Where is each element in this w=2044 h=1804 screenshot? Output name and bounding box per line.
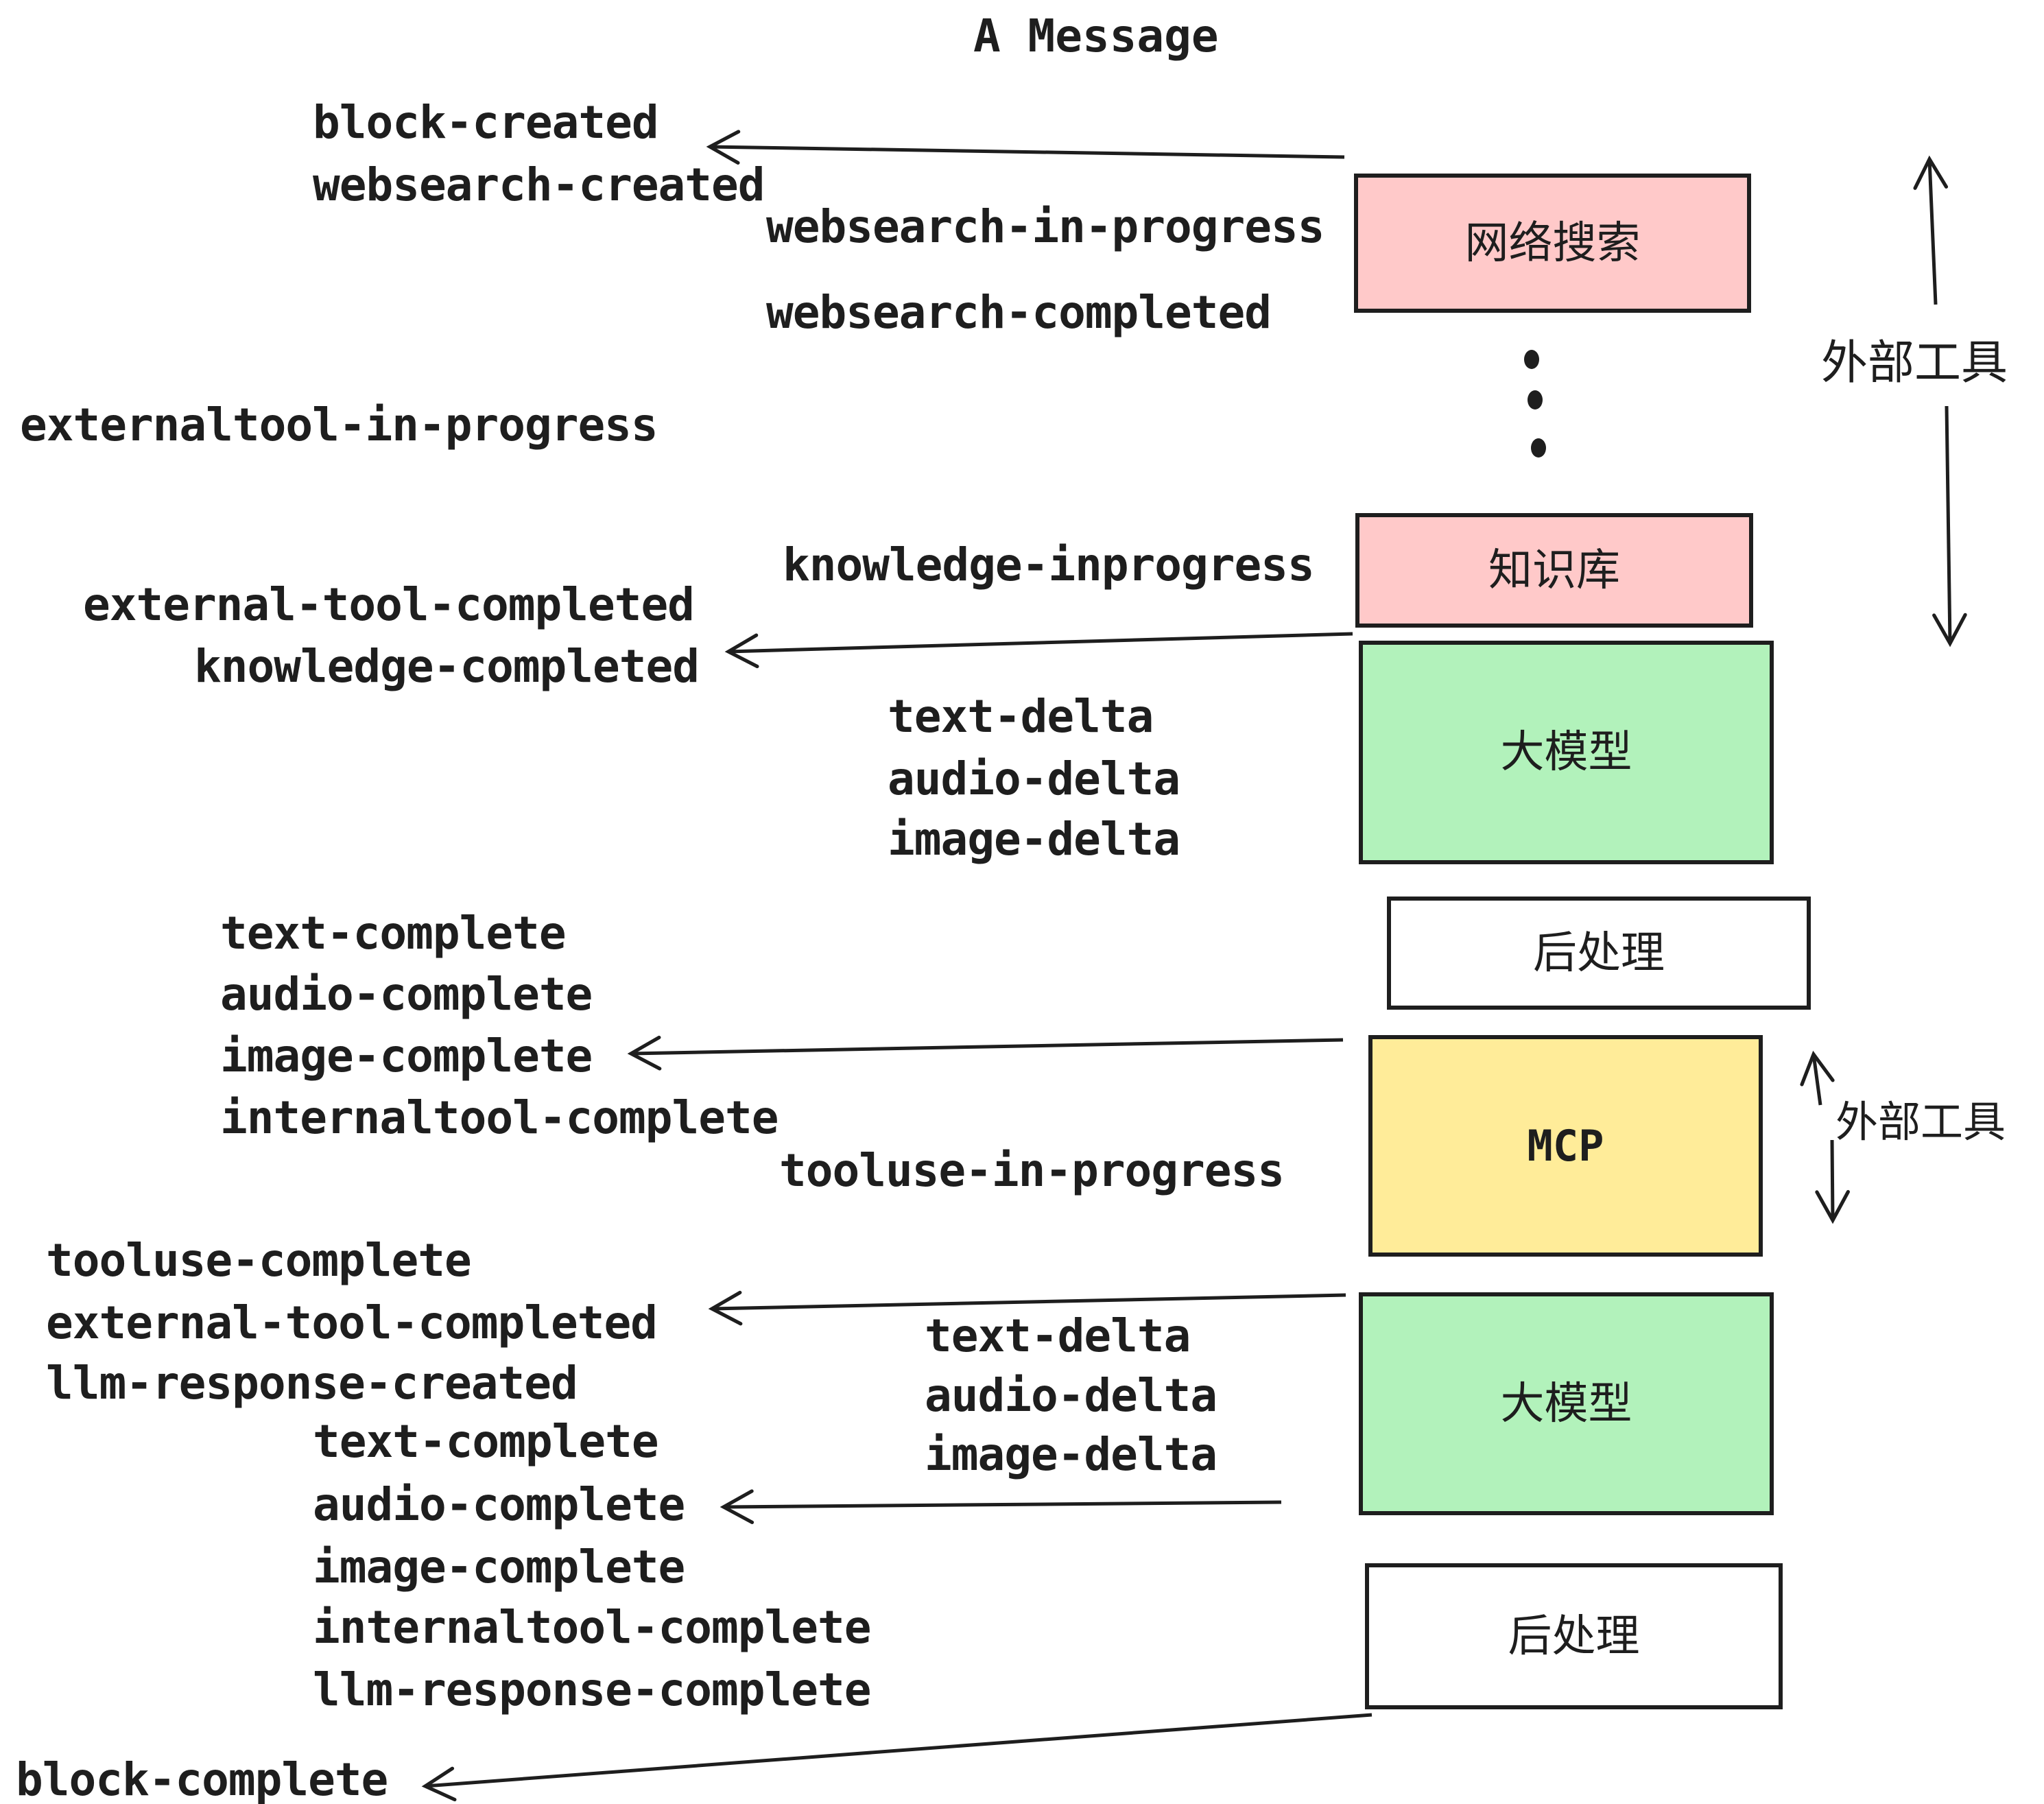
event-block-complete: block-complete [16, 1753, 388, 1804]
event-websearch-in-progress: websearch-in-progress [766, 200, 1324, 253]
arrow-to-block-created [706, 130, 1345, 165]
event-internaltool-complete-2: internaltool-complete [313, 1601, 871, 1654]
box-llm-1: 大模型 [1359, 641, 1774, 864]
event-audio-complete-1: audio-complete [220, 968, 593, 1021]
event-knowledge-completed: knowledge-completed [194, 640, 700, 693]
event-internaltool-complete-1: internaltool-complete [220, 1091, 779, 1144]
box-postprocess-2: 后处理 [1365, 1563, 1783, 1709]
box-postprocess-2-label: 后处理 [1508, 1611, 1640, 1662]
event-llm-response-created: llm-response-created [46, 1357, 578, 1410]
event-text-complete-1: text-complete [220, 907, 567, 960]
box-llm-1-label: 大模型 [1500, 727, 1632, 778]
vertical-ellipsis-dot-2 [1528, 390, 1543, 410]
arrow-to-image-complete [627, 1035, 1344, 1071]
page-title: A Message [973, 10, 1219, 62]
event-knowledge-inprogress: knowledge-inprogress [783, 538, 1315, 591]
arrow-external-tools-down [1932, 405, 1967, 648]
box-llm-2: 大模型 [1359, 1292, 1774, 1515]
arrow-to-audio-complete [720, 1489, 1282, 1524]
box-mcp-label: MCP [1527, 1120, 1604, 1171]
event-image-delta-1: image-delta [888, 813, 1180, 866]
event-image-complete-1: image-complete [220, 1030, 593, 1082]
box-llm-2-label: 大模型 [1500, 1378, 1632, 1429]
box-knowledge: 知识库 [1355, 513, 1753, 628]
box-websearch: 网络搜索 [1354, 174, 1751, 313]
vertical-ellipsis-dot-3 [1531, 438, 1546, 458]
event-websearch-completed: websearch-completed [766, 286, 1272, 339]
side-label-external-tools-mcp: 外部工具 [1835, 1097, 2006, 1147]
arrow-mcp-external-up [1800, 1050, 1835, 1106]
event-websearch-created: websearch-created [313, 158, 765, 211]
arrow-mcp-external-down [1815, 1139, 1850, 1224]
vertical-ellipsis-dot-1 [1524, 350, 1539, 369]
event-audio-delta-1: audio-delta [888, 752, 1180, 805]
event-audio-complete-2: audio-complete [313, 1478, 685, 1531]
event-llm-response-complete: llm-response-complete [313, 1663, 871, 1716]
event-external-tool-completed-1: external-tool-completed [83, 578, 695, 631]
arrow-to-knowledge-completed [724, 632, 1353, 669]
event-audio-delta-2: audio-delta [925, 1369, 1217, 1422]
event-external-tool-completed-2: external-tool-completed [46, 1296, 658, 1349]
event-image-delta-2: image-delta [925, 1428, 1217, 1481]
arrow-to-block-complete [421, 1713, 1372, 1802]
box-websearch-label: 网络搜索 [1464, 217, 1641, 269]
event-image-complete-2: image-complete [313, 1541, 685, 1593]
arrow-external-tools-up [1913, 155, 1949, 305]
event-tooluse-in-progress: tooluse-in-progress [779, 1144, 1285, 1197]
box-postprocess-1-label: 后处理 [1533, 927, 1665, 979]
event-tooluse-complete: tooluse-complete [46, 1234, 472, 1287]
event-block-created: block-created [313, 96, 659, 149]
event-text-complete-2: text-complete [313, 1415, 659, 1468]
side-label-external-tools-top: 外部工具 [1821, 336, 2008, 390]
box-postprocess-1: 后处理 [1387, 897, 1811, 1010]
box-mcp: MCP [1368, 1035, 1763, 1257]
box-knowledge-label: 知识库 [1488, 545, 1620, 596]
event-text-delta-1: text-delta [888, 690, 1154, 743]
event-text-delta-2: text-delta [925, 1309, 1191, 1362]
arrow-to-external-tool-completed [708, 1290, 1346, 1326]
event-externaltool-in-progress: externaltool-in-progress [20, 399, 658, 451]
